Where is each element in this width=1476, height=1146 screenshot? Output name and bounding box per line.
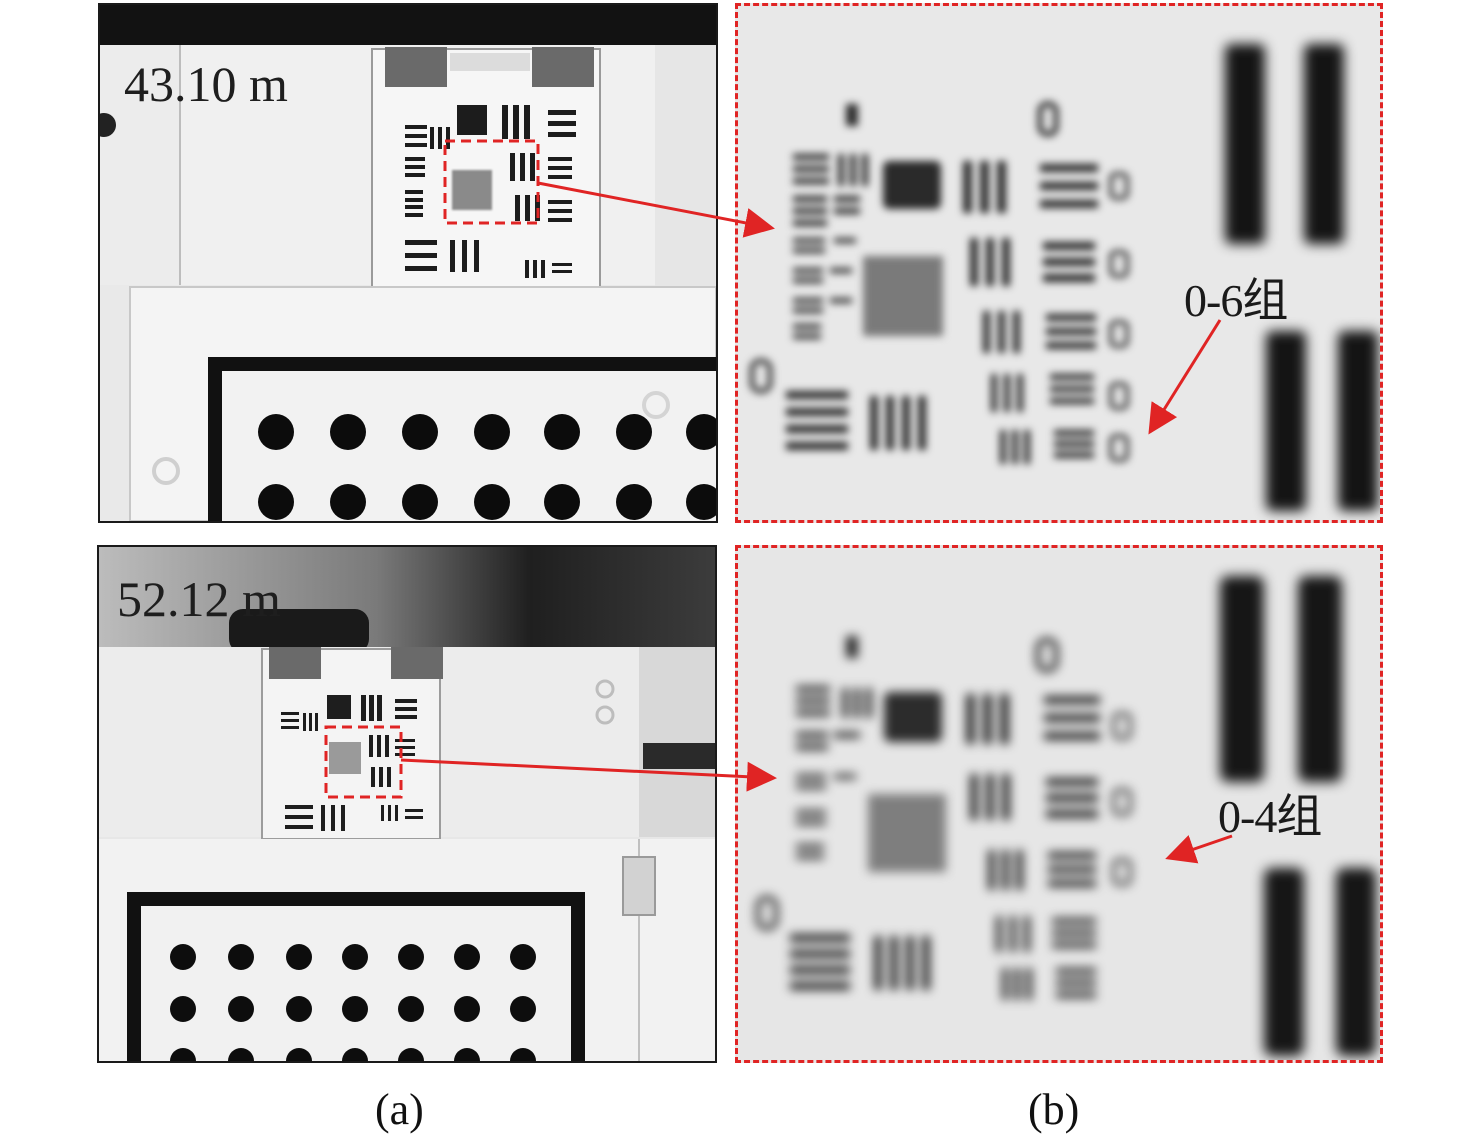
group-label-bottom: 0-4组 bbox=[1218, 791, 1322, 842]
photo-top-scene bbox=[100, 5, 716, 521]
zoom-top-pattern bbox=[749, 44, 1378, 511]
zoom-top: 0-6组 bbox=[735, 3, 1383, 523]
group-label-top: 0-6组 bbox=[1184, 275, 1288, 326]
photo-top: 43.10 m bbox=[98, 3, 718, 523]
panel-label-a: (a) bbox=[375, 1085, 424, 1134]
panel-label-b: (b) bbox=[1028, 1085, 1080, 1134]
distance-label-top: 43.10 m bbox=[124, 56, 288, 112]
photo-bottom-scene bbox=[99, 547, 715, 1061]
zoom-bottom: 0-4组 bbox=[735, 545, 1383, 1063]
photo-bottom: 52.12 m bbox=[97, 545, 717, 1063]
distance-label-bottom: 52.12 m bbox=[117, 571, 281, 627]
zoom-bottom-pattern bbox=[755, 576, 1376, 1056]
